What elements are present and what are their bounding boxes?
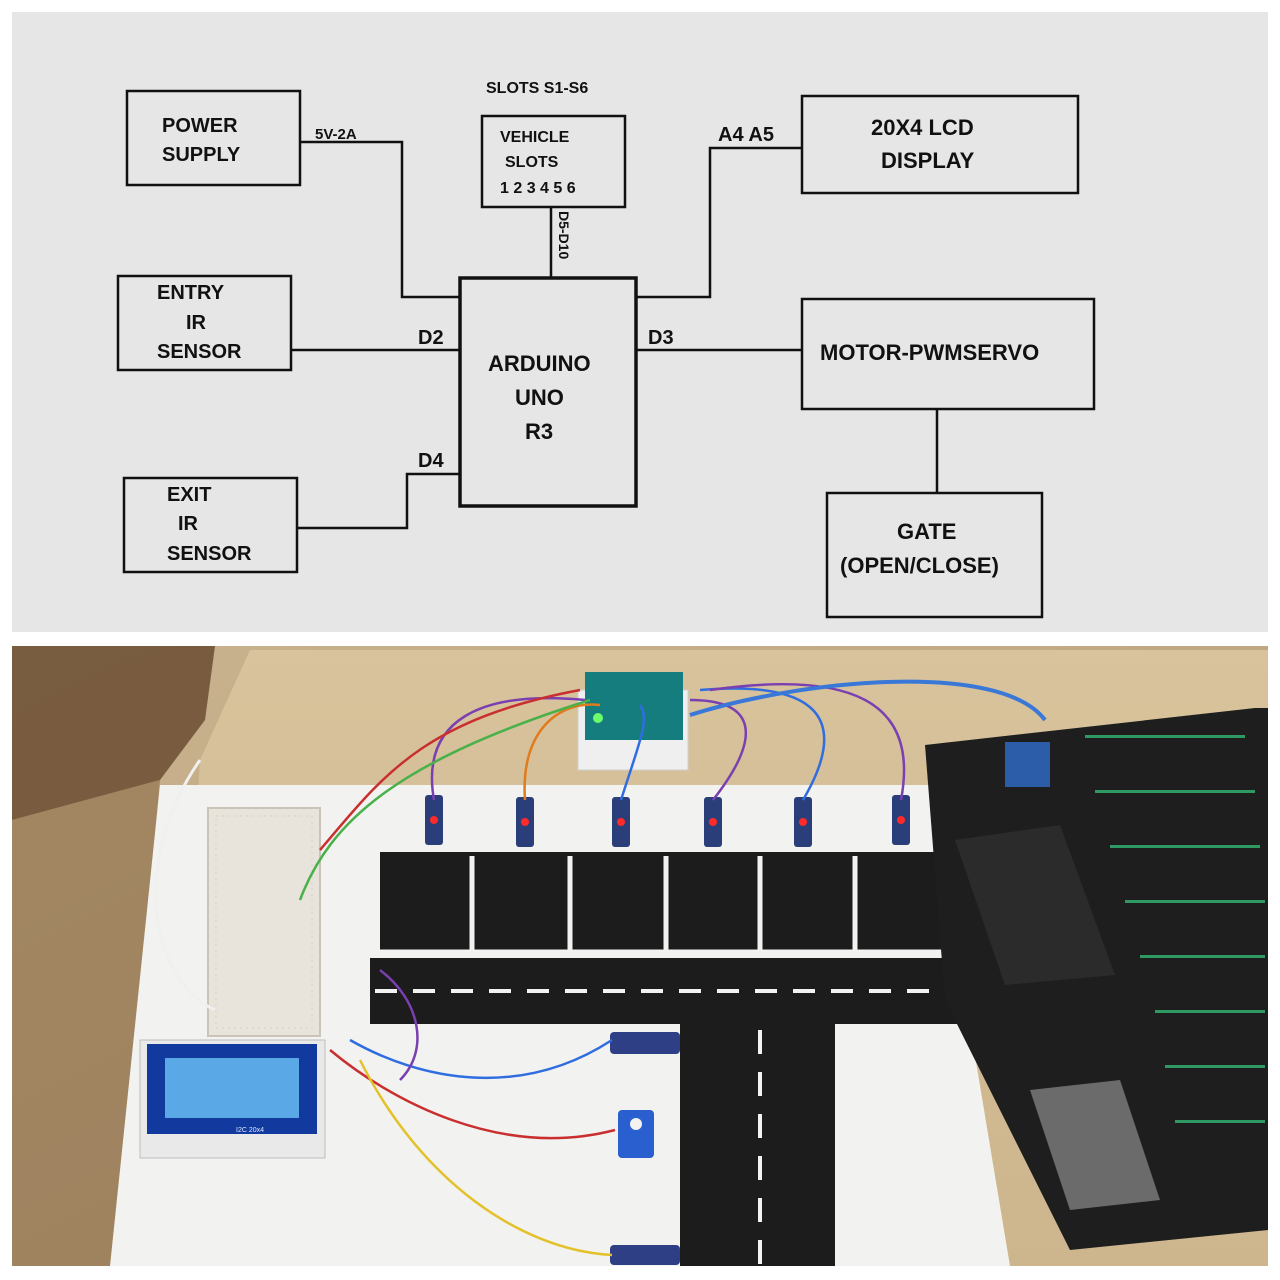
breadboard — [207, 807, 321, 1037]
entry-ir-sensor-label-1: ENTRY — [157, 282, 225, 304]
slot-sensor-6 — [892, 795, 910, 845]
wire-arduino-lcd — [636, 146, 802, 299]
lcd-display-label-2: DISPLAY — [881, 148, 975, 173]
exit-ir-sensor-label-1: EXIT — [167, 484, 211, 506]
motor-servo-label: MOTOR-PWMSERVO — [820, 340, 1039, 365]
slot-sensor-2 — [516, 797, 534, 847]
lcd-module: I2C 20x4 — [139, 1039, 326, 1159]
diagram-background — [12, 12, 1268, 632]
floor-shadow — [12, 646, 215, 820]
arduino-label-2: UNO — [515, 385, 564, 410]
entry-ir-sensor-box — [116, 274, 293, 372]
slot-sensor-3 — [612, 797, 630, 847]
entry-ir-sensor-label-2: IR — [186, 312, 207, 334]
entry-ir-sensor-label-3: SENSOR — [157, 341, 242, 363]
exit-wire-label: D4 — [418, 450, 444, 472]
motor-servo-box — [800, 297, 1096, 411]
arduino-label-3: R3 — [525, 419, 553, 444]
lcd-brand-text: I2C 20x4 — [236, 1127, 264, 1134]
gate-box — [825, 491, 1044, 619]
vehicle-slots-box — [480, 114, 627, 209]
laptop — [925, 708, 1268, 1250]
slot-dividers — [380, 856, 955, 955]
hardware-photo-panel: I2C 20x4 — [12, 646, 1268, 1266]
vehicle-slots-label-1: VEHICLE — [500, 129, 570, 146]
vehicle-slots-block: VEHICLE SLOTS 1 2 3 4 5 6 — [480, 114, 627, 209]
vehicle-slots-label-3: 1 2 3 4 5 6 — [500, 180, 576, 197]
slots-title-label: SLOTS S1-S6 — [486, 80, 588, 97]
gate-block: GATE (OPEN/CLOSE) — [825, 491, 1044, 619]
motor-servo-block: MOTOR-PWMSERVO — [800, 297, 1096, 411]
entry-ir-sensor-block: ENTRY IR SENSOR — [116, 274, 293, 372]
gate-ir-sensor-bottom — [610, 1245, 680, 1265]
diagram-wires — [290, 140, 939, 530]
lcd-wire-label: A4 A5 — [718, 124, 774, 146]
power-supply-block: POWER SUPPLY — [125, 89, 302, 187]
power-supply-label-2: SUPPLY — [162, 144, 241, 166]
gate-label-1: GATE — [897, 519, 956, 544]
jumper-wires — [154, 679, 1047, 1257]
keyboard-backlight — [1085, 735, 1265, 1123]
lcd-display-label-1: 20X4 LCD — [871, 115, 974, 140]
arduino-board — [577, 672, 689, 771]
wire-power-arduino — [300, 140, 460, 299]
exit-ir-sensor-block: EXIT IR SENSOR — [122, 476, 299, 574]
gate-ir-sensor-top — [610, 1032, 680, 1054]
slot-ir-sensors — [425, 795, 910, 847]
slot-sensor-1 — [425, 795, 443, 845]
exit-ir-sensor-label-3: SENSOR — [167, 543, 252, 565]
slots-wire-label: D5-D10 — [556, 211, 572, 259]
vehicle-slots-label-2: SLOTS — [505, 154, 559, 171]
entry-exit-sensors — [610, 1032, 680, 1265]
slot-sensor-4 — [704, 797, 722, 847]
power-supply-label-1: POWER — [162, 115, 238, 137]
power-supply-box — [125, 89, 302, 187]
block-diagram-panel: POWER SUPPLY VEHICLE SLOTS 1 2 3 4 5 6 2… — [12, 12, 1268, 632]
wire-exit-arduino — [297, 472, 460, 530]
servo-motor — [618, 1110, 654, 1158]
wire-labels: SLOTS S1-S6 5V-2A D5-D10 A4 A5 D2 D3 D4 — [315, 80, 774, 472]
slot-sensor-5 — [794, 797, 812, 847]
arduino-label-1: ARDUINO — [488, 351, 591, 376]
entry-road — [680, 1024, 835, 1266]
power-wire-label: 5V-2A — [315, 126, 357, 143]
lcd-display-block: 20X4 LCD DISPLAY — [800, 94, 1080, 195]
motor-wire-label: D3 — [648, 327, 674, 349]
lcd-display-box — [800, 94, 1080, 195]
arduino-uno-block: ARDUINO UNO R3 — [458, 276, 638, 508]
exit-ir-sensor-box — [122, 476, 299, 574]
arduino-uno-box — [458, 276, 638, 508]
exit-ir-sensor-label-2: IR — [178, 513, 199, 535]
gate-label-2: (OPEN/CLOSE) — [840, 553, 999, 578]
entry-wire-label: D2 — [418, 327, 444, 349]
panel-separator — [0, 632, 1280, 646]
